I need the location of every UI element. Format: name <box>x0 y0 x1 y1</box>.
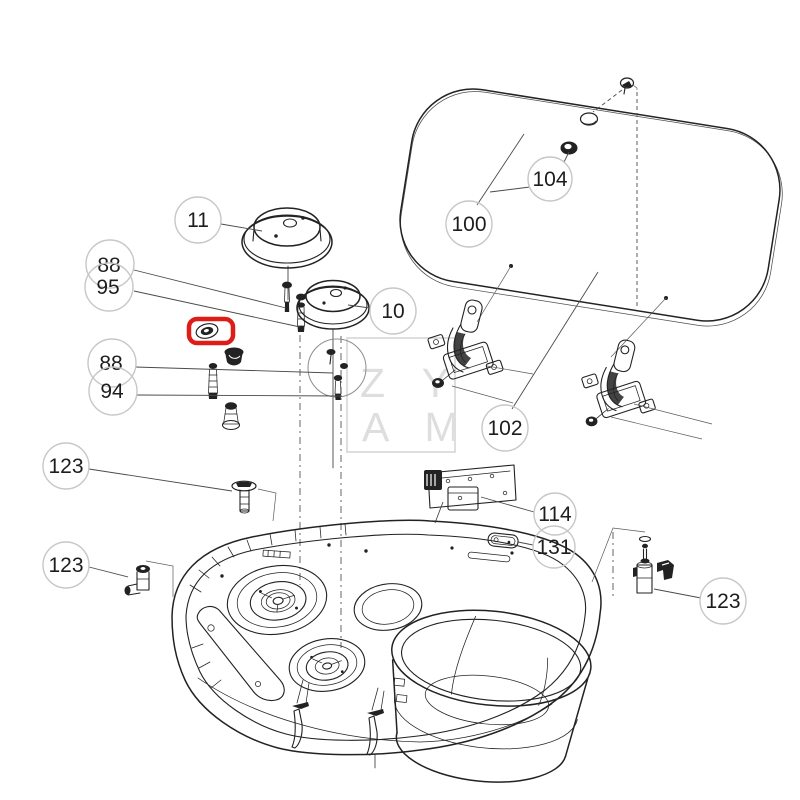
watermark-line1: Z Y <box>360 360 462 406</box>
burner-recess-small <box>288 638 366 692</box>
burner-screw <box>282 281 292 312</box>
leader-lines <box>88 133 702 599</box>
svg-text:123: 123 <box>48 455 83 478</box>
lid-grommet <box>560 141 578 155</box>
callout-114: 114 <box>533 492 577 536</box>
rim-hatching <box>189 523 347 689</box>
callout-123-left-bottom: 123 <box>42 541 90 589</box>
screw-bracket-line <box>632 84 638 90</box>
callout-100: 100 <box>445 200 493 248</box>
hinge-right <box>580 338 713 440</box>
callout-88-top: 88 <box>85 239 135 289</box>
lid-to-right-hinge-line <box>610 297 667 358</box>
lid-to-left-hinge-line <box>476 265 512 323</box>
watermark-line2: A M <box>362 404 472 450</box>
callout-11: 11 <box>174 196 222 244</box>
lid-plug-cap <box>579 112 599 126</box>
injector-stem <box>208 363 218 399</box>
fixing-clip-right <box>366 687 385 769</box>
burner-recess-large <box>226 564 328 636</box>
t-bolt <box>231 480 277 522</box>
callout-123-right: 123 <box>699 577 747 625</box>
svg-text:102: 102 <box>487 417 522 440</box>
screw-alignment-dashes <box>592 89 623 113</box>
elbow-fitting <box>124 560 174 597</box>
callout-94: 94 <box>88 366 138 416</box>
pan-recess-small <box>353 583 423 631</box>
svg-text:100: 100 <box>451 213 486 236</box>
lid-screw <box>619 77 635 95</box>
cone-bushing <box>221 402 241 431</box>
control-bracket <box>424 464 517 524</box>
basin <box>171 519 602 756</box>
callout-102-leader <box>511 271 599 410</box>
fastener-detail-circle <box>307 338 367 400</box>
svg-text:131: 131 <box>536 536 571 559</box>
svg-text:95: 95 <box>96 276 119 299</box>
fastener-assembly-right <box>591 527 674 597</box>
callout-123-left-top: 123 <box>42 442 90 490</box>
fixing-plate <box>487 532 519 549</box>
callout-95: 95 <box>84 262 134 312</box>
svg-text:114: 114 <box>538 503 572 526</box>
callout-88-bottom: 88 <box>87 338 137 388</box>
basin-left-ledge <box>196 605 285 702</box>
svg-text:123: 123 <box>48 554 83 577</box>
hinge-left <box>426 297 534 404</box>
callout-10: 10 <box>369 287 417 335</box>
burner-cap-large <box>241 207 333 269</box>
highlight-box <box>186 316 236 346</box>
callout-102: 102 <box>481 404 529 452</box>
svg-text:88: 88 <box>99 352 122 375</box>
fixing-clip-left <box>291 679 310 749</box>
svg-text:11: 11 <box>187 209 209 232</box>
cone-nut <box>224 347 244 366</box>
svg-text:104: 104 <box>532 168 567 191</box>
glass-lid <box>399 77 783 327</box>
callout-131: 131 <box>532 525 576 569</box>
callout-104: 104 <box>527 156 573 202</box>
svg-text:94: 94 <box>100 380 124 403</box>
washer-grommet <box>195 323 219 339</box>
burner-cap-small <box>296 279 370 330</box>
svg-text:123: 123 <box>705 590 740 613</box>
sink-bowl <box>391 609 592 783</box>
svg-text:88: 88 <box>97 254 120 277</box>
watermark: Z Y A M <box>346 337 472 453</box>
svg-text:10: 10 <box>381 300 404 323</box>
